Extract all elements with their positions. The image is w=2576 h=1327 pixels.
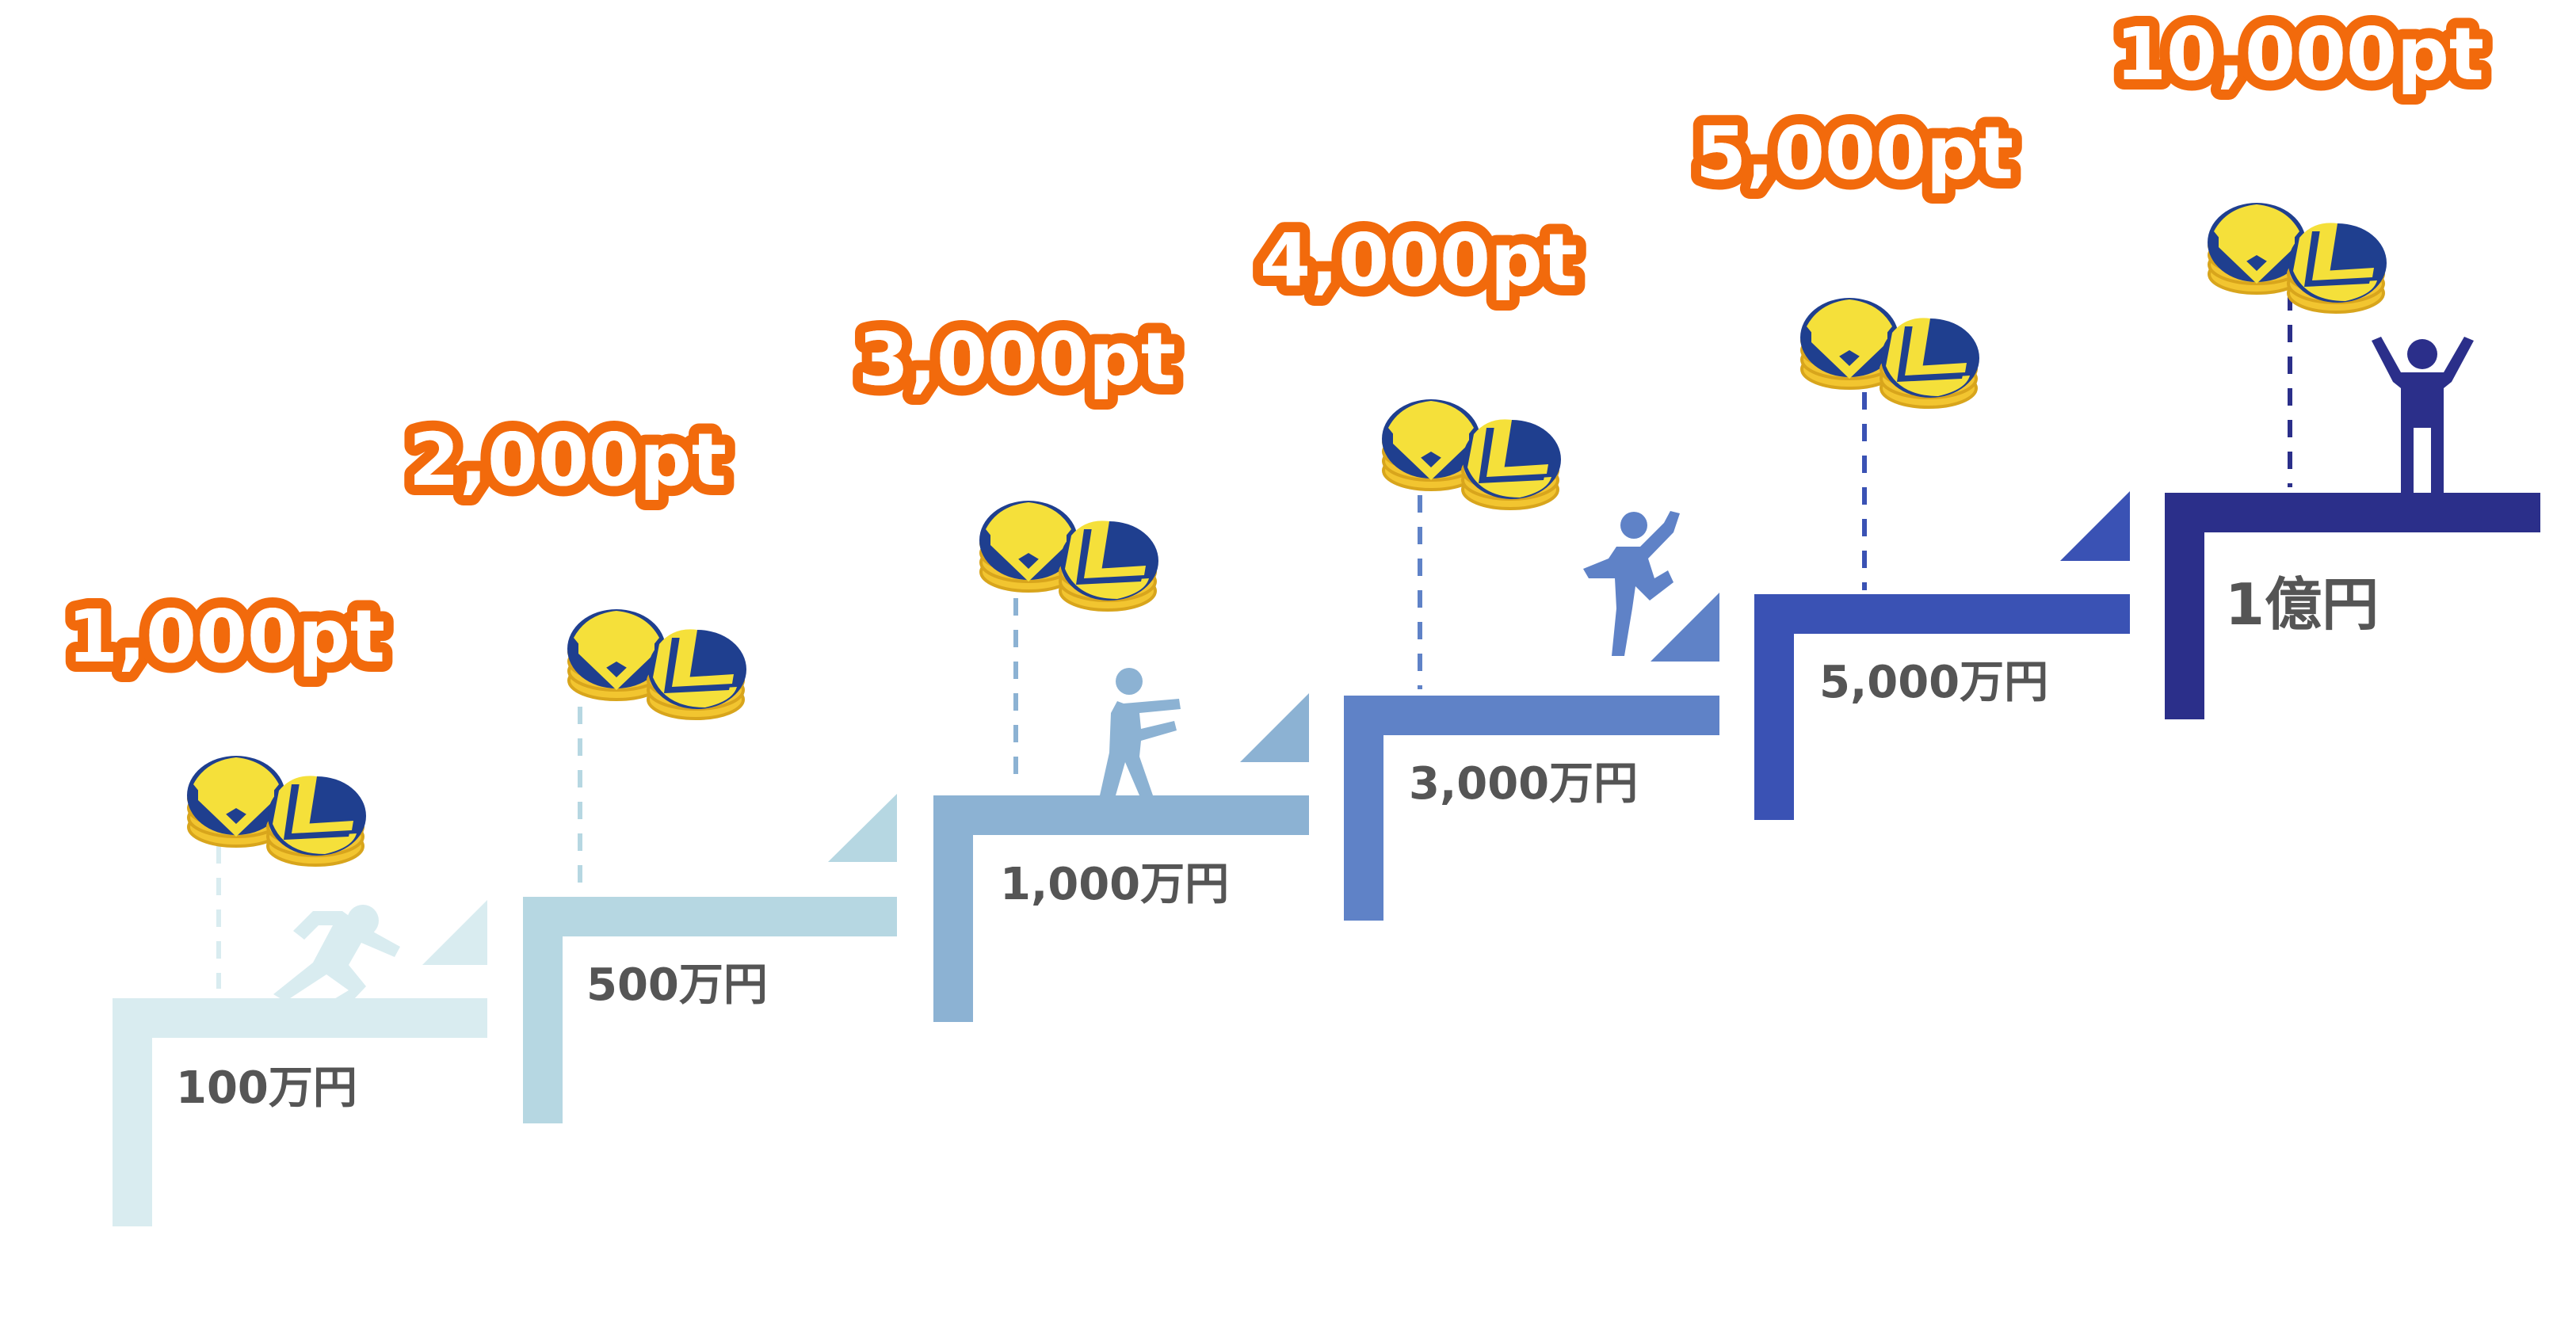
step-3: 3,000pt 3,000pt 1,000万円	[848, 307, 1309, 1022]
reward-label-fill: 4,000pt	[1260, 218, 1578, 303]
celebrating-person-icon	[2372, 337, 2474, 493]
climbing-person-icon	[1583, 511, 1680, 656]
amount-label: 500万円	[586, 959, 768, 1011]
step-2: 2,000pt 2,000pt 500万円	[399, 407, 897, 1123]
step-1: 1,000pt 1,000pt 100万円	[57, 584, 487, 1226]
step-arrow	[1651, 593, 1719, 662]
step-4: 4,000pt 4,000pt 3,000万円	[1250, 208, 1719, 921]
reward-label-fill: 2,000pt	[409, 418, 727, 502]
reward-label: 3,000pt	[858, 317, 1176, 402]
amount-label: 3,000万円	[1409, 758, 1638, 810]
coin-stack-icon	[1380, 398, 1563, 510]
coin-stack-icon	[566, 608, 748, 720]
step-5: 5,000pt 5,000pt 5,000万円	[1685, 101, 2130, 820]
step-arrow	[828, 794, 897, 862]
reward-label: 1,000pt	[67, 594, 385, 679]
coin-stack-icon	[2206, 201, 2388, 314]
stair-step	[1344, 696, 1719, 921]
reward-label: 5,000pt	[1696, 111, 2013, 196]
step-6: 10,000pt 10,000pt 1億円	[2105, 2, 2540, 719]
reward-label: 2,000pt	[409, 418, 727, 502]
stair-step	[2165, 493, 2540, 719]
stair-step	[523, 897, 897, 1123]
walking-person-icon	[1100, 668, 1181, 795]
reward-label: 4,000pt	[1260, 218, 1578, 303]
coin-stack-icon	[978, 499, 1160, 612]
amount-label: 1億円	[2225, 571, 2379, 638]
amount-label: 1,000万円	[1000, 859, 1229, 910]
reward-label-fill: 5,000pt	[1696, 111, 2013, 196]
stair-step	[1754, 594, 2130, 820]
stair-step	[113, 998, 487, 1226]
amount-label: 100万円	[176, 1062, 357, 1114]
reward-label-fill: 3,000pt	[858, 317, 1176, 402]
reward-label-fill: 10,000pt	[2116, 12, 2484, 97]
amount-label: 5,000万円	[1819, 657, 2048, 708]
running-person-icon	[273, 905, 400, 1001]
coin-stack-icon	[185, 754, 368, 867]
stair-step	[933, 795, 1309, 1022]
reward-label: 10,000pt	[2116, 12, 2484, 97]
coin-stack-icon	[1799, 296, 1981, 409]
step-arrow	[2060, 491, 2130, 561]
step-arrow	[422, 900, 487, 965]
reward-label-fill: 1,000pt	[67, 594, 385, 679]
step-arrow	[1240, 693, 1309, 762]
